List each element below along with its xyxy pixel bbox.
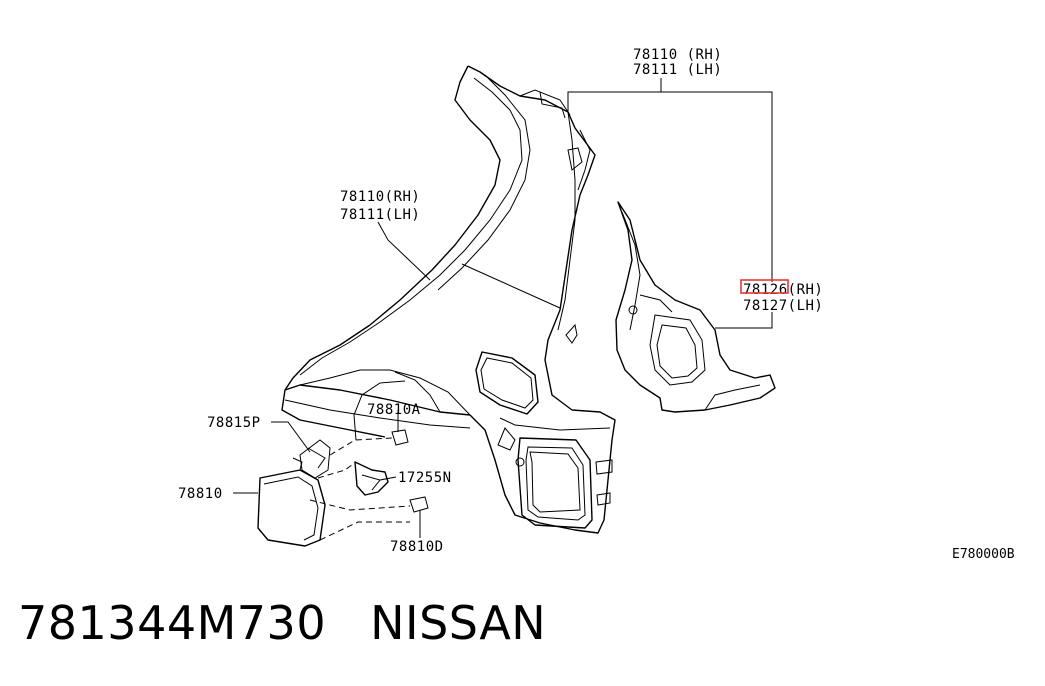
highlight-box <box>740 279 789 294</box>
part-number: 781344M730 <box>18 596 327 650</box>
inner-panel-drawing <box>615 201 776 413</box>
callout-78815p: 78815P <box>207 415 261 431</box>
callout-top-lh: 78111 (LH) <box>633 62 722 78</box>
quarter-panel-drawing <box>281 65 616 534</box>
leader-lines <box>233 78 773 538</box>
callout-right-lh: 78127(LH) <box>743 298 823 314</box>
callout-78810: 78810 <box>178 486 223 502</box>
callout-right-rh: 78126(RH) <box>743 282 823 298</box>
brand-name: NISSAN <box>370 596 547 650</box>
parts-diagram: 78110 (RH) 78111 (LH) 78110(RH) 78111(LH… <box>178 47 1015 562</box>
callout-mid-rh: 78110(RH) <box>340 189 420 205</box>
callout-top-rh: 78110 (RH) <box>633 47 722 63</box>
diagram-code: E780000B <box>952 547 1015 562</box>
callout-78810a: 78810A <box>367 402 421 418</box>
callout-17255n: 17255N <box>398 470 452 486</box>
callout-mid-lh: 78111(LH) <box>340 207 420 223</box>
caption: 781344M730 NISSAN <box>18 596 590 650</box>
fuel-door-parts-drawing <box>257 429 429 547</box>
callout-78810d: 78810D <box>390 539 444 555</box>
